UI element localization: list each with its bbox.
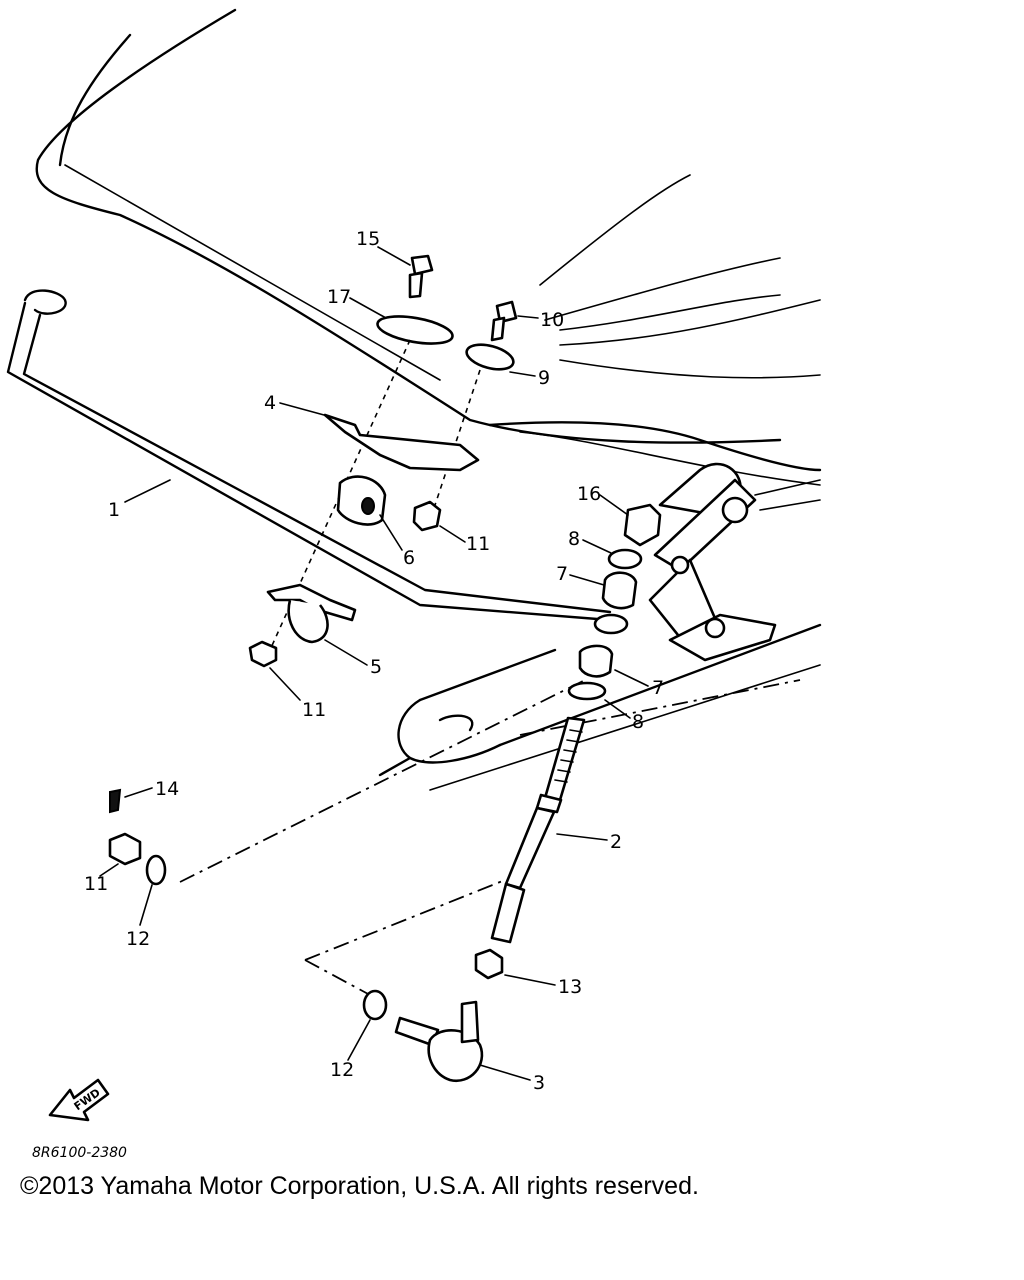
stabilizer-bar (6, 289, 629, 635)
callout-4: 4 (264, 392, 276, 414)
bracket-4 (323, 413, 480, 472)
washer-9 (465, 343, 515, 371)
diagram-code: 8R6100-2380 (32, 1145, 127, 1161)
rod-2 (490, 716, 586, 944)
nut-11-lower (248, 640, 278, 668)
washer-12-left (145, 854, 167, 886)
plate-17 (376, 315, 454, 345)
callout-1: 1 (108, 499, 120, 521)
pin-14 (109, 788, 122, 814)
ski-outline (378, 623, 822, 791)
callout-11-left: 11 (84, 873, 108, 895)
callout-15: 15 (356, 228, 380, 250)
nut-11-upper (412, 500, 442, 532)
clamp-5 (266, 583, 357, 644)
fwd-arrow-icon: FWD (48, 1078, 110, 1122)
callout-5: 5 (370, 656, 382, 678)
copyright-notice: ©2013 Yamaha Motor Corporation, U.S.A. A… (20, 1172, 699, 1200)
washer-8-lower (567, 681, 607, 701)
callout-11-upper: 11 (466, 533, 490, 555)
callout-8-upper: 8 (568, 528, 580, 550)
callout-3: 3 (533, 1072, 545, 1094)
callout-12-left: 12 (126, 928, 150, 950)
bolt-10 (490, 300, 518, 342)
callout-7-upper: 7 (556, 563, 568, 585)
callout-17: 17 (327, 286, 351, 308)
callout-2: 2 (610, 831, 622, 853)
callout-13: 13 (558, 976, 582, 998)
callout-11-lower: 11 (302, 699, 326, 721)
callout-16: 16 (577, 483, 601, 505)
washer-12-bottom (362, 989, 388, 1021)
callout-7-lower: 7 (652, 677, 664, 699)
callout-9: 9 (538, 367, 550, 389)
washer-8-upper (607, 548, 643, 570)
spindle-arm (648, 462, 821, 662)
leader-lines (99, 246, 649, 1081)
nut-11-left (108, 832, 142, 866)
callout-14: 14 (155, 778, 179, 800)
callout-10: 10 (540, 309, 564, 331)
nut-13 (474, 948, 504, 980)
hood-outline (35, 8, 822, 486)
bushing-7-upper (601, 571, 638, 610)
cap-16 (623, 503, 662, 547)
ball-joint-3 (394, 1000, 484, 1083)
callout-6: 6 (403, 547, 415, 569)
bushing-6 (336, 475, 387, 526)
bolt-15 (408, 254, 434, 299)
callout-12-bottom: 12 (330, 1059, 354, 1081)
bushing-7-lower (578, 644, 614, 678)
callout-8-lower: 8 (632, 711, 644, 733)
callout-labels: 1 2 3 4 5 6 7 7 8 8 9 10 11 11 11 12 12 … (84, 228, 664, 1094)
